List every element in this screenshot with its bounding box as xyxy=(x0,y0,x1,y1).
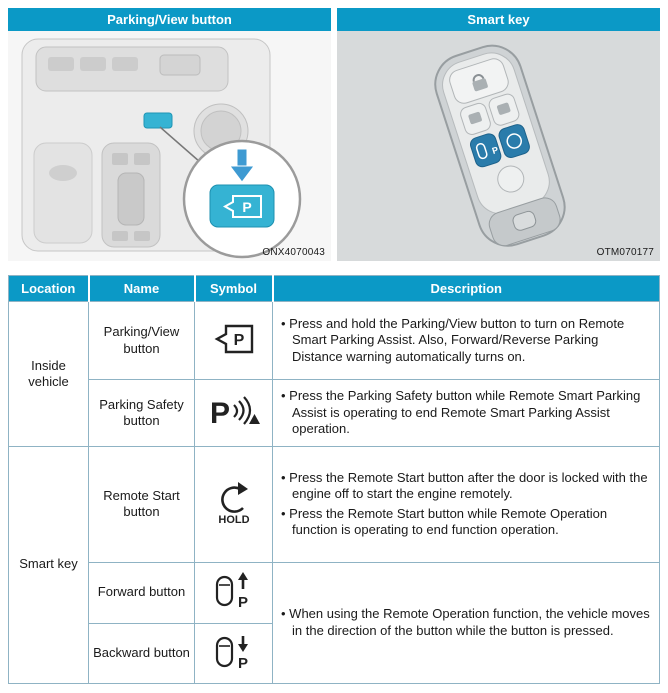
svg-text:P: P xyxy=(237,594,247,611)
name-parking-safety-button: Parking Safety button xyxy=(88,379,195,447)
symbol-cell: HOLD xyxy=(194,445,273,563)
backward-icon: P xyxy=(215,635,248,672)
symbol-cell: P xyxy=(194,622,273,684)
table-row: Parking Safety button P Press the Parkin… xyxy=(9,379,660,447)
table-header-row: Location Name Symbol Description xyxy=(8,275,660,302)
symbol-cell: P xyxy=(194,561,273,624)
key-p-glyph: P xyxy=(491,145,500,156)
button-spec-table: Location Name Symbol Description Inside … xyxy=(8,275,660,684)
forward-icon: P xyxy=(215,572,248,611)
col-header-location: Location xyxy=(8,275,89,302)
svg-text:P: P xyxy=(210,397,230,430)
desc-remote-start: Press the Remote Start button after the … xyxy=(272,445,660,563)
smart-key-illustration-icon: P xyxy=(434,44,566,247)
name-parking-view-button: Parking/View button xyxy=(88,301,195,380)
image-code-left: ONX4070043 xyxy=(262,247,325,258)
symbol-cell: P xyxy=(194,301,273,380)
desc-parking-view: Press and hold the Parking/View button t… xyxy=(272,301,660,380)
image-code-right: OTM070177 xyxy=(596,247,654,258)
panel-title-smart-key: Smart key xyxy=(337,8,660,31)
svg-text:HOLD: HOLD xyxy=(218,514,249,526)
table-row: Smart key Remote Start button HOLD Press… xyxy=(8,445,660,684)
desc-parking-safety: Press the Parking Safety button while Re… xyxy=(272,379,660,447)
console-illustration-icon: P xyxy=(21,38,302,259)
panel-parking-view: Parking/View button xyxy=(8,8,331,261)
desc-bullet: Press the Remote Start button while Remo… xyxy=(281,506,651,539)
smart-key-image: P OTM070177 xyxy=(337,31,660,261)
parking-view-icon: P xyxy=(214,324,253,354)
desc-bullet: When using the Remote Operation function… xyxy=(281,606,651,639)
table-row: Backward button P xyxy=(9,622,660,684)
console-image: P ONX4070043 xyxy=(8,31,331,261)
table-row: Forward button P When using the Remote O… xyxy=(9,561,660,684)
callout-p-glyph: P xyxy=(242,199,251,215)
table-row: Inside vehicle Parking/View button P Pre… xyxy=(8,301,660,447)
col-header-description: Description xyxy=(271,275,660,302)
desc-bullet: Press the Remote Start button after the … xyxy=(281,470,651,503)
panel-title-parking-view: Parking/View button xyxy=(8,8,331,31)
location-inside-vehicle: Inside vehicle xyxy=(8,301,89,447)
svg-text:P: P xyxy=(237,655,247,672)
name-remote-start-button: Remote Start button xyxy=(88,445,195,563)
location-smart-key: Smart key xyxy=(8,445,89,684)
remote-start-hold-icon: HOLD xyxy=(218,481,249,526)
col-header-symbol: Symbol xyxy=(193,275,273,302)
image-panels: Parking/View button xyxy=(8,8,660,261)
col-header-name: Name xyxy=(87,275,195,302)
desc-remote-operation: When using the Remote Operation function… xyxy=(272,561,660,684)
name-backward-button: Backward button xyxy=(88,622,195,684)
desc-bullet: Press and hold the Parking/View button t… xyxy=(281,316,651,366)
panel-smart-key: Smart key xyxy=(337,8,660,261)
svg-text:P: P xyxy=(233,332,244,349)
name-forward-button: Forward button xyxy=(88,561,195,624)
symbol-cell: P xyxy=(194,379,273,447)
parking-safety-icon: P xyxy=(210,396,260,430)
desc-bullet: Press the Parking Safety button while Re… xyxy=(281,388,651,438)
